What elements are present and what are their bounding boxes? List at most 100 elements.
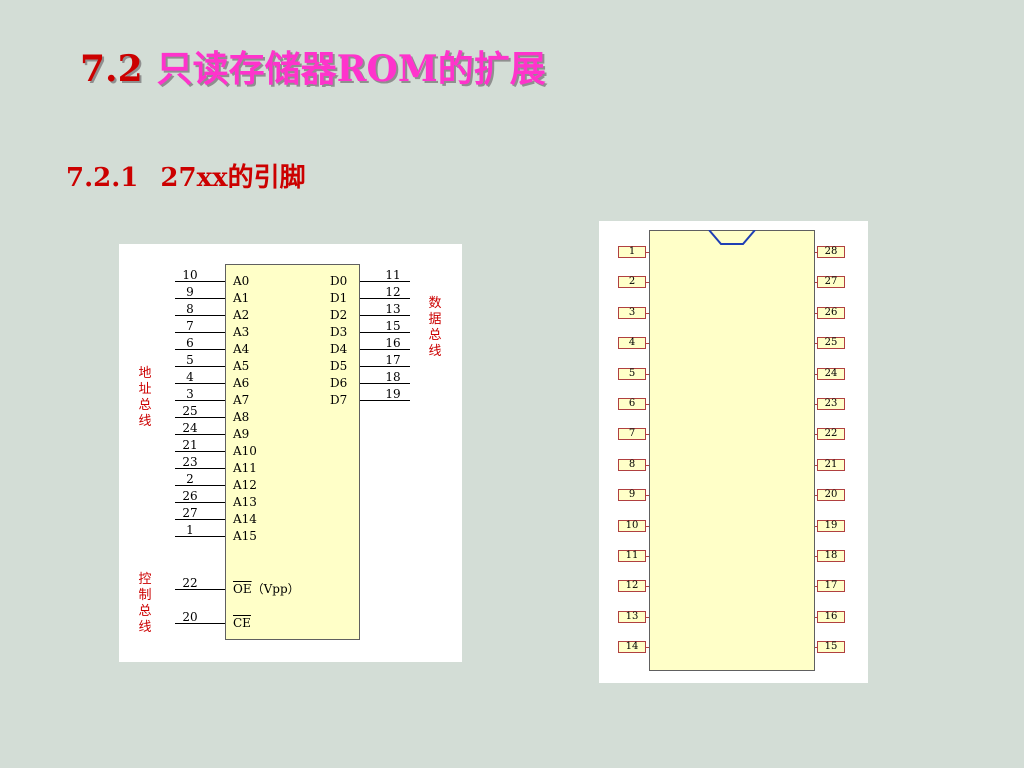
dip-pin-lead xyxy=(645,343,649,345)
control-bus-label: 控制总线 xyxy=(138,572,152,635)
pin-line xyxy=(175,366,225,367)
dip-pin-lead xyxy=(815,586,817,588)
pin-number: 21 xyxy=(182,438,198,452)
pin-number: 3 xyxy=(186,387,194,401)
pin-name-suffix: （Vpp） xyxy=(251,582,300,596)
pin-name: A7 xyxy=(233,393,250,407)
pin-name: A11 xyxy=(233,461,257,475)
dip-pin-lead xyxy=(815,616,817,618)
pin-number: 22 xyxy=(182,576,198,590)
chip-body xyxy=(225,264,360,640)
pin-line xyxy=(175,623,225,624)
pin-number: 16 xyxy=(385,336,401,350)
dip-pin-label: 15 xyxy=(817,641,845,654)
pin-name: D4 xyxy=(330,342,348,356)
pin-line xyxy=(360,383,410,384)
pin-line xyxy=(175,468,225,469)
pin-line xyxy=(175,536,225,537)
dip-pin-label: 13 xyxy=(618,610,646,623)
dip-pin-label: 18 xyxy=(817,550,845,562)
dip-pin-lead xyxy=(645,556,649,557)
pin-name: D3 xyxy=(330,325,348,339)
pin-number: 11 xyxy=(385,268,401,282)
pin-name: A6 xyxy=(233,376,250,390)
pin-name: A0 xyxy=(233,274,250,288)
pin-line xyxy=(175,332,225,333)
pin-number: 13 xyxy=(385,302,401,316)
pin-line xyxy=(175,349,225,350)
pin-name: A12 xyxy=(233,478,257,492)
pin-number: 9 xyxy=(186,285,194,299)
dip-pin-label: 21 xyxy=(817,458,845,471)
title-text: 只读存储器ROM的扩展 xyxy=(156,48,546,90)
slide-title: 7.2 只读存储器ROM的扩展 xyxy=(80,40,546,92)
dip-pin-label: 17 xyxy=(817,580,845,593)
pin-name: A10 xyxy=(233,444,257,458)
pin-number: 6 xyxy=(186,336,194,350)
pin-name: A9 xyxy=(233,427,250,441)
dip-pin-lead xyxy=(815,647,817,649)
pin-number: 27 xyxy=(182,506,198,520)
dip-pin-label: 23 xyxy=(817,398,845,410)
pin-line xyxy=(175,298,225,299)
pin-number: 17 xyxy=(385,353,401,367)
pin-number: 10 xyxy=(182,268,198,282)
dip-pin-lead xyxy=(645,616,649,618)
dip-pin-label: 19 xyxy=(817,519,845,532)
pin-line xyxy=(175,383,225,384)
subtitle-number: 7.2.1 xyxy=(66,163,139,193)
pin-name: D2 xyxy=(330,308,348,322)
dip-pin-lead xyxy=(815,343,817,345)
dip-pin-label: 25 xyxy=(817,337,845,350)
dip-pin-lead xyxy=(815,495,817,497)
dip-pin-lead xyxy=(645,647,649,649)
dip-pin-lead xyxy=(815,556,817,557)
dip-pin-label: 10 xyxy=(618,519,646,532)
dip-pin-label: 6 xyxy=(618,398,646,410)
pin-number: 20 xyxy=(182,610,198,624)
pin-line xyxy=(175,315,225,316)
pin-name: A14 xyxy=(233,512,257,526)
pin-name: CE xyxy=(233,616,251,630)
pin-name: D0 xyxy=(330,274,348,288)
address-bus-label: 地址总线 xyxy=(138,366,152,429)
dip-pin-label: 3 xyxy=(618,306,646,319)
pin-number: 25 xyxy=(182,404,198,418)
pin-number: 4 xyxy=(186,370,194,384)
pin-number: 8 xyxy=(186,302,194,316)
dip-pin-label: 27 xyxy=(817,276,845,289)
pin-line xyxy=(360,332,410,333)
pin-name: D6 xyxy=(330,376,348,390)
dip-pin-lead xyxy=(645,252,649,253)
pin-number: 19 xyxy=(385,387,401,401)
pin-number: 2 xyxy=(186,472,194,486)
dip-pin-lead xyxy=(815,525,817,527)
pin-line xyxy=(175,417,225,418)
dip-pin-lead xyxy=(645,525,649,527)
pin-name: A5 xyxy=(233,359,250,373)
pin-name: A1 xyxy=(233,291,250,305)
dip-pin-label: 22 xyxy=(817,428,845,441)
pin-name: A13 xyxy=(233,495,257,509)
pin-number: 15 xyxy=(385,319,401,333)
pin-name: A4 xyxy=(233,342,250,356)
dip-pin-label: 9 xyxy=(618,489,646,502)
pin-number: 12 xyxy=(385,285,401,299)
dip-pin-lead xyxy=(645,404,649,405)
dip-pin-lead xyxy=(645,373,649,375)
pin-number: 7 xyxy=(186,319,194,333)
pin-number: 18 xyxy=(385,370,401,384)
dip-pin-label: 12 xyxy=(618,580,646,593)
pin-line xyxy=(175,589,225,590)
dip-pin-lead xyxy=(815,373,817,375)
pin-number: 5 xyxy=(186,353,194,367)
dip-pin-label: 2 xyxy=(618,276,646,289)
dip-pin-label: 11 xyxy=(618,550,646,562)
subtitle-text: 27xx的引脚 xyxy=(160,163,306,193)
dip-pin-label: 24 xyxy=(817,367,845,380)
title-number: 7.2 xyxy=(80,48,143,90)
pin-name: D5 xyxy=(330,359,348,373)
pin-line xyxy=(360,315,410,316)
dip-pin-label: 28 xyxy=(817,246,845,258)
